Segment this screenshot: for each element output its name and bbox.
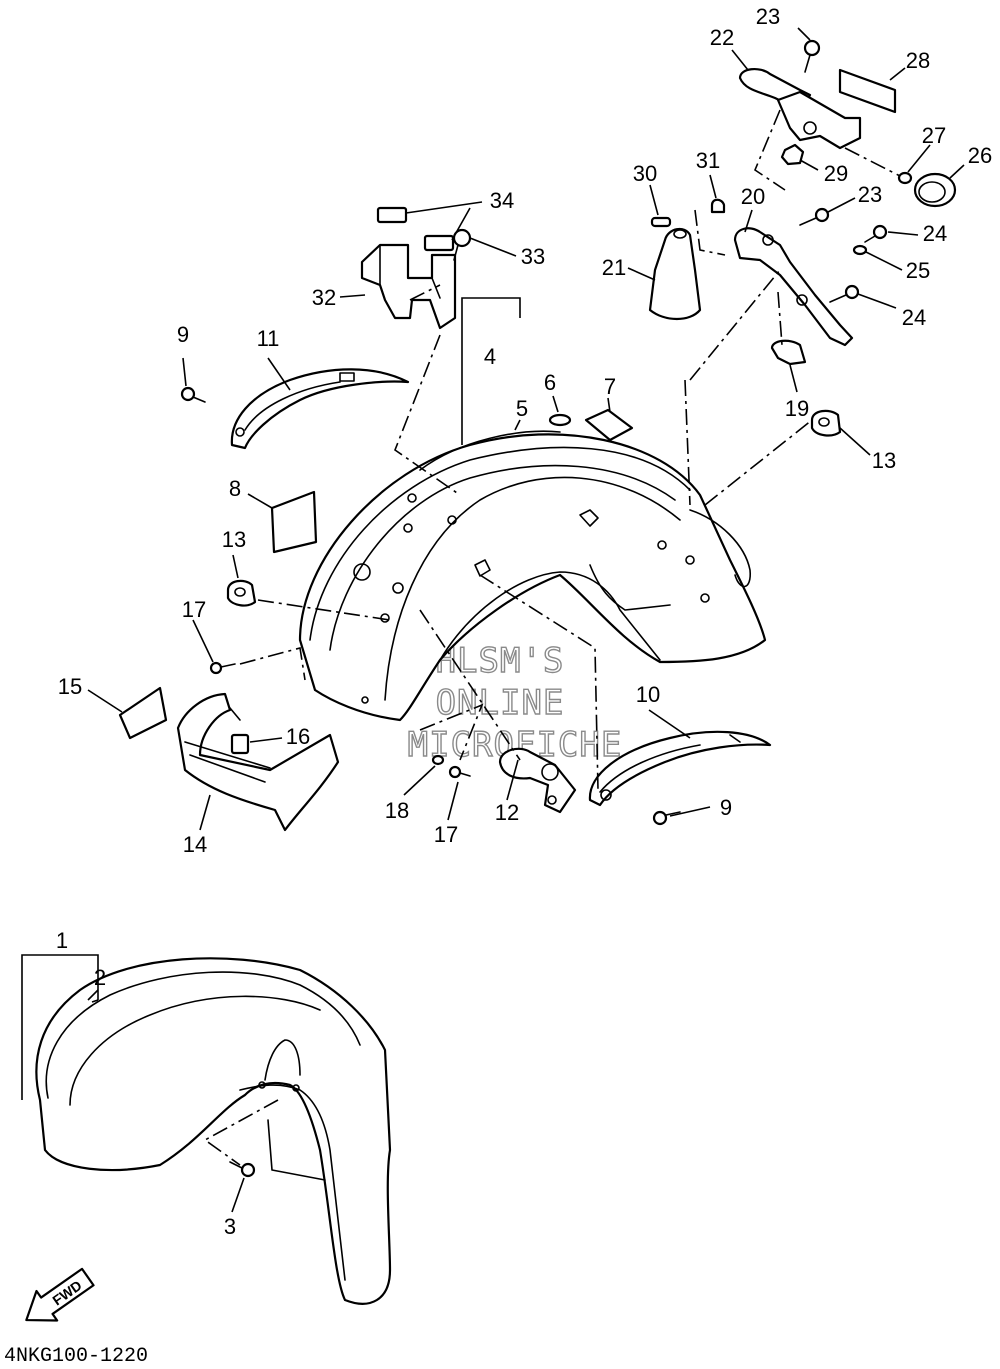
- callout-30: 30: [633, 161, 657, 186]
- callout-19: 19: [785, 396, 809, 421]
- callout-2: 2: [94, 965, 106, 990]
- part-17-bolt-left: [209, 661, 236, 675]
- part-32-bracket: [360, 243, 457, 330]
- leader-lines: [21, 27, 965, 1213]
- part-22-bracket: [738, 68, 862, 150]
- part-20-bracket: [733, 227, 854, 347]
- part-11-rail: [230, 368, 410, 450]
- callout-7: 7: [604, 374, 616, 399]
- part-18-washer: [431, 754, 445, 766]
- callout-9-right: 9: [720, 795, 732, 820]
- callout-18: 18: [385, 798, 409, 823]
- callout-1: 1: [56, 928, 68, 953]
- part-6-washer: [548, 413, 572, 427]
- part-24-bolt-lower: [829, 284, 860, 303]
- callout-21: 21: [602, 255, 626, 280]
- part-31-cap: [710, 198, 726, 214]
- watermark-line-1: HLSM'S: [436, 641, 565, 681]
- part-19-clip: [770, 339, 807, 366]
- part-16-nut: [230, 733, 250, 755]
- part-34-pad-lower: [423, 234, 455, 252]
- part-25-washer: [852, 244, 868, 256]
- callout-22: 22: [710, 25, 734, 50]
- callout-4: 4: [484, 344, 496, 369]
- callout-6: 6: [544, 370, 556, 395]
- part-3-bolt: [229, 1161, 256, 1178]
- callout-14: 14: [183, 832, 207, 857]
- part-23-bolt-mid: [799, 207, 830, 226]
- callout-12: 12: [495, 800, 519, 825]
- part-8-label: [270, 490, 318, 554]
- part-13-grommet-right: [810, 409, 842, 437]
- part-9-bolt-left: [180, 386, 206, 403]
- callout-26: 26: [968, 143, 992, 168]
- part-28-pad: [838, 68, 897, 114]
- part-7-label: [584, 408, 634, 442]
- callout-10: 10: [636, 682, 660, 707]
- callout-23-mid: 23: [858, 182, 882, 207]
- callout-labels: 1 2 3 4 5 6 7 8 9 9 10 11 12 13 13 14 15…: [56, 4, 992, 1239]
- part-17-bolt-bottom: [448, 765, 471, 779]
- callout-25: 25: [906, 258, 930, 283]
- callout-31: 31: [696, 148, 720, 173]
- callout-23-top: 23: [756, 4, 780, 29]
- callout-29: 29: [824, 161, 848, 186]
- rear-fender: [298, 433, 767, 722]
- part-30-pin: [650, 216, 672, 228]
- callout-17-left: 17: [182, 597, 206, 622]
- part-15-label: [118, 686, 168, 740]
- part-29-nut: [780, 143, 805, 166]
- part-27-washer: [897, 171, 913, 185]
- callout-28: 28: [906, 48, 930, 73]
- part-34-pad-upper: [376, 206, 408, 224]
- part-12-bracket: [498, 747, 577, 814]
- callout-20: 20: [741, 184, 765, 209]
- callout-15: 15: [58, 674, 82, 699]
- watermark-line-2: ONLINE: [436, 683, 565, 723]
- assembly-lines: [203, 109, 901, 1166]
- fwd-arrow: FWD: [25, 1267, 95, 1322]
- front-fender: [35, 957, 392, 1305]
- fender-trim-5: [419, 430, 561, 471]
- callout-34: 34: [490, 188, 514, 213]
- part-9-bolt-right: [652, 810, 681, 826]
- callout-24-lower: 24: [902, 305, 926, 330]
- callout-32: 32: [312, 285, 336, 310]
- callout-24-upper: 24: [923, 221, 947, 246]
- callout-27: 27: [922, 123, 946, 148]
- part-23-bolt-top: [803, 39, 821, 73]
- part-13-grommet-left: [226, 579, 257, 607]
- callout-8: 8: [229, 476, 241, 501]
- callout-33: 33: [521, 244, 545, 269]
- callout-13-left: 13: [222, 527, 246, 552]
- part-10-rail: [588, 730, 772, 807]
- callout-3: 3: [224, 1214, 236, 1239]
- part-24-bolt-upper: [864, 224, 888, 243]
- callout-5: 5: [516, 396, 528, 421]
- part-21-cover: [648, 227, 702, 321]
- callout-9-left: 9: [177, 322, 189, 347]
- part-14-bracket: [176, 692, 340, 832]
- callout-13-right: 13: [872, 448, 896, 473]
- diagram-code: 4NKG100-1220: [4, 1345, 148, 1368]
- part-26-reflector: [913, 172, 957, 208]
- callout-16: 16: [286, 724, 310, 749]
- callout-11: 11: [257, 326, 280, 351]
- part-33-bolt: [452, 228, 472, 261]
- callout-17-bottom: 17: [434, 822, 458, 847]
